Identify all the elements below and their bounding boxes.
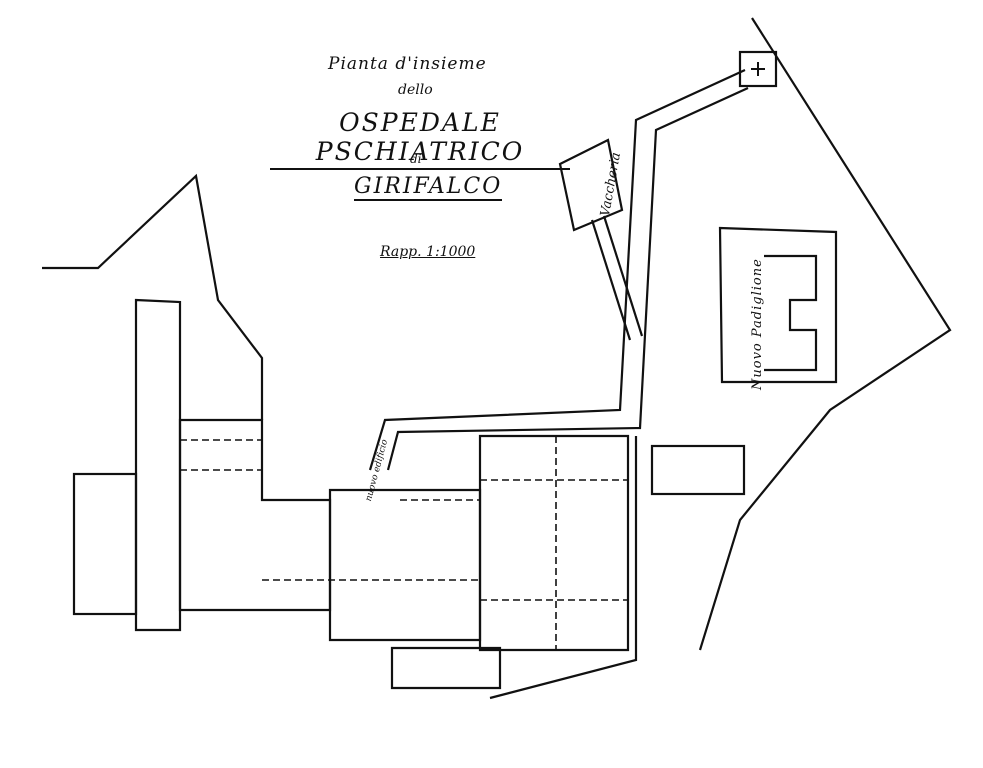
- vaccheria-path: [590, 219, 632, 341]
- west-courtyard-block: [72, 472, 138, 616]
- title-line-2: dello: [398, 82, 433, 98]
- road-south: [489, 436, 638, 700]
- chapel-building: [738, 50, 778, 88]
- annex-building: [650, 444, 746, 496]
- site-boundary-west: [42, 173, 264, 420]
- title-line-4: di: [410, 152, 422, 166]
- nuovo-padiglione-building: [718, 226, 838, 384]
- vaccheria-path-2: [602, 215, 644, 337]
- main-complex-central: [178, 418, 332, 612]
- access-road-outer: [368, 69, 746, 471]
- east-courtyard: [478, 434, 630, 652]
- title-line-1: Pianta d'insieme: [328, 54, 487, 74]
- padiglione-wings: [764, 254, 818, 372]
- nuovo-padiglione-label: Nuovo Padiglione: [750, 258, 765, 390]
- chapel-cross-icon: [751, 62, 765, 76]
- site-boundary-east: [698, 17, 952, 651]
- title-main: OSPEDALE PSCHIATRICO: [270, 108, 570, 170]
- title-place: GIRIFALCO: [354, 174, 503, 201]
- main-complex-west: [134, 298, 182, 632]
- vaccheria-building: [558, 138, 624, 232]
- entrance-block: [390, 646, 502, 690]
- access-road-inner: [386, 86, 749, 471]
- main-complex-east: [328, 488, 482, 642]
- scale-label: Rapp. 1:1000: [380, 244, 476, 260]
